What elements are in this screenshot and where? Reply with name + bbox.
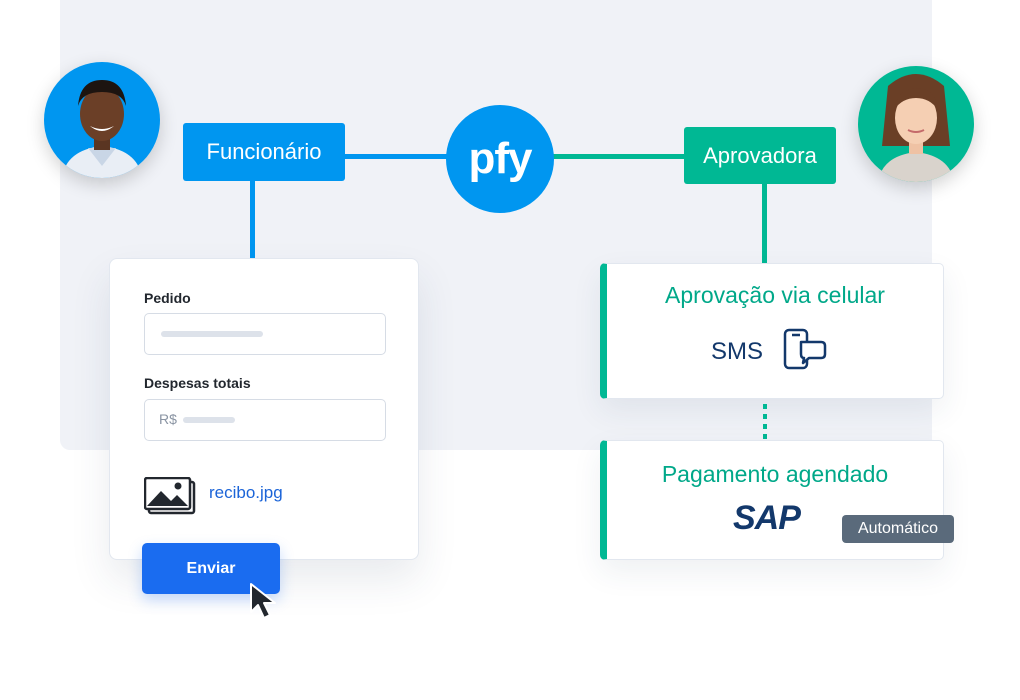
sap-logo: SAP: [733, 499, 801, 537]
attachment-file-name[interactable]: recibo.jpg: [209, 483, 283, 502]
connector-employee-logo: [344, 154, 448, 159]
phone-chat-icon: [783, 328, 829, 377]
currency-prefix: R$: [159, 411, 177, 427]
approver-tag: Aprovadora: [684, 127, 836, 184]
submit-button[interactable]: Enviar: [142, 543, 280, 594]
mouse-cursor-icon: [248, 582, 282, 627]
dotted-connector-dot: [763, 424, 767, 429]
automatic-badge: Automático: [842, 515, 954, 543]
dotted-connector-dot: [763, 414, 767, 419]
order-placeholder: [161, 331, 263, 337]
order-input[interactable]: [144, 313, 386, 355]
scheduled-payment-card: Pagamento agendado SAP: [600, 440, 944, 560]
connector-logo-approver: [552, 154, 686, 159]
connector-employee-form: [250, 180, 255, 260]
employee-tag: Funcionário: [183, 123, 345, 181]
scheduled-payment-title: Pagamento agendado: [661, 461, 889, 487]
dotted-connector-dot: [763, 404, 767, 409]
pfy-logo: pfy: [446, 105, 554, 213]
total-input[interactable]: R$: [144, 399, 386, 441]
total-label: Despesas totais: [144, 375, 251, 391]
employee-avatar: [44, 62, 160, 178]
order-label: Pedido: [144, 290, 191, 306]
mobile-approval-card: Aprovação via celular SMS: [600, 263, 944, 399]
dotted-connector-dot: [763, 434, 767, 439]
approver-avatar: [858, 66, 974, 182]
total-placeholder: [183, 417, 235, 423]
sms-label: SMS: [711, 338, 764, 365]
expense-form-card: Pedido Despesas totais R$ recibo.jpg: [109, 258, 419, 560]
image-icon: [143, 476, 196, 520]
connector-approver-step: [762, 183, 767, 265]
mobile-approval-title: Aprovação via celular: [665, 282, 885, 308]
